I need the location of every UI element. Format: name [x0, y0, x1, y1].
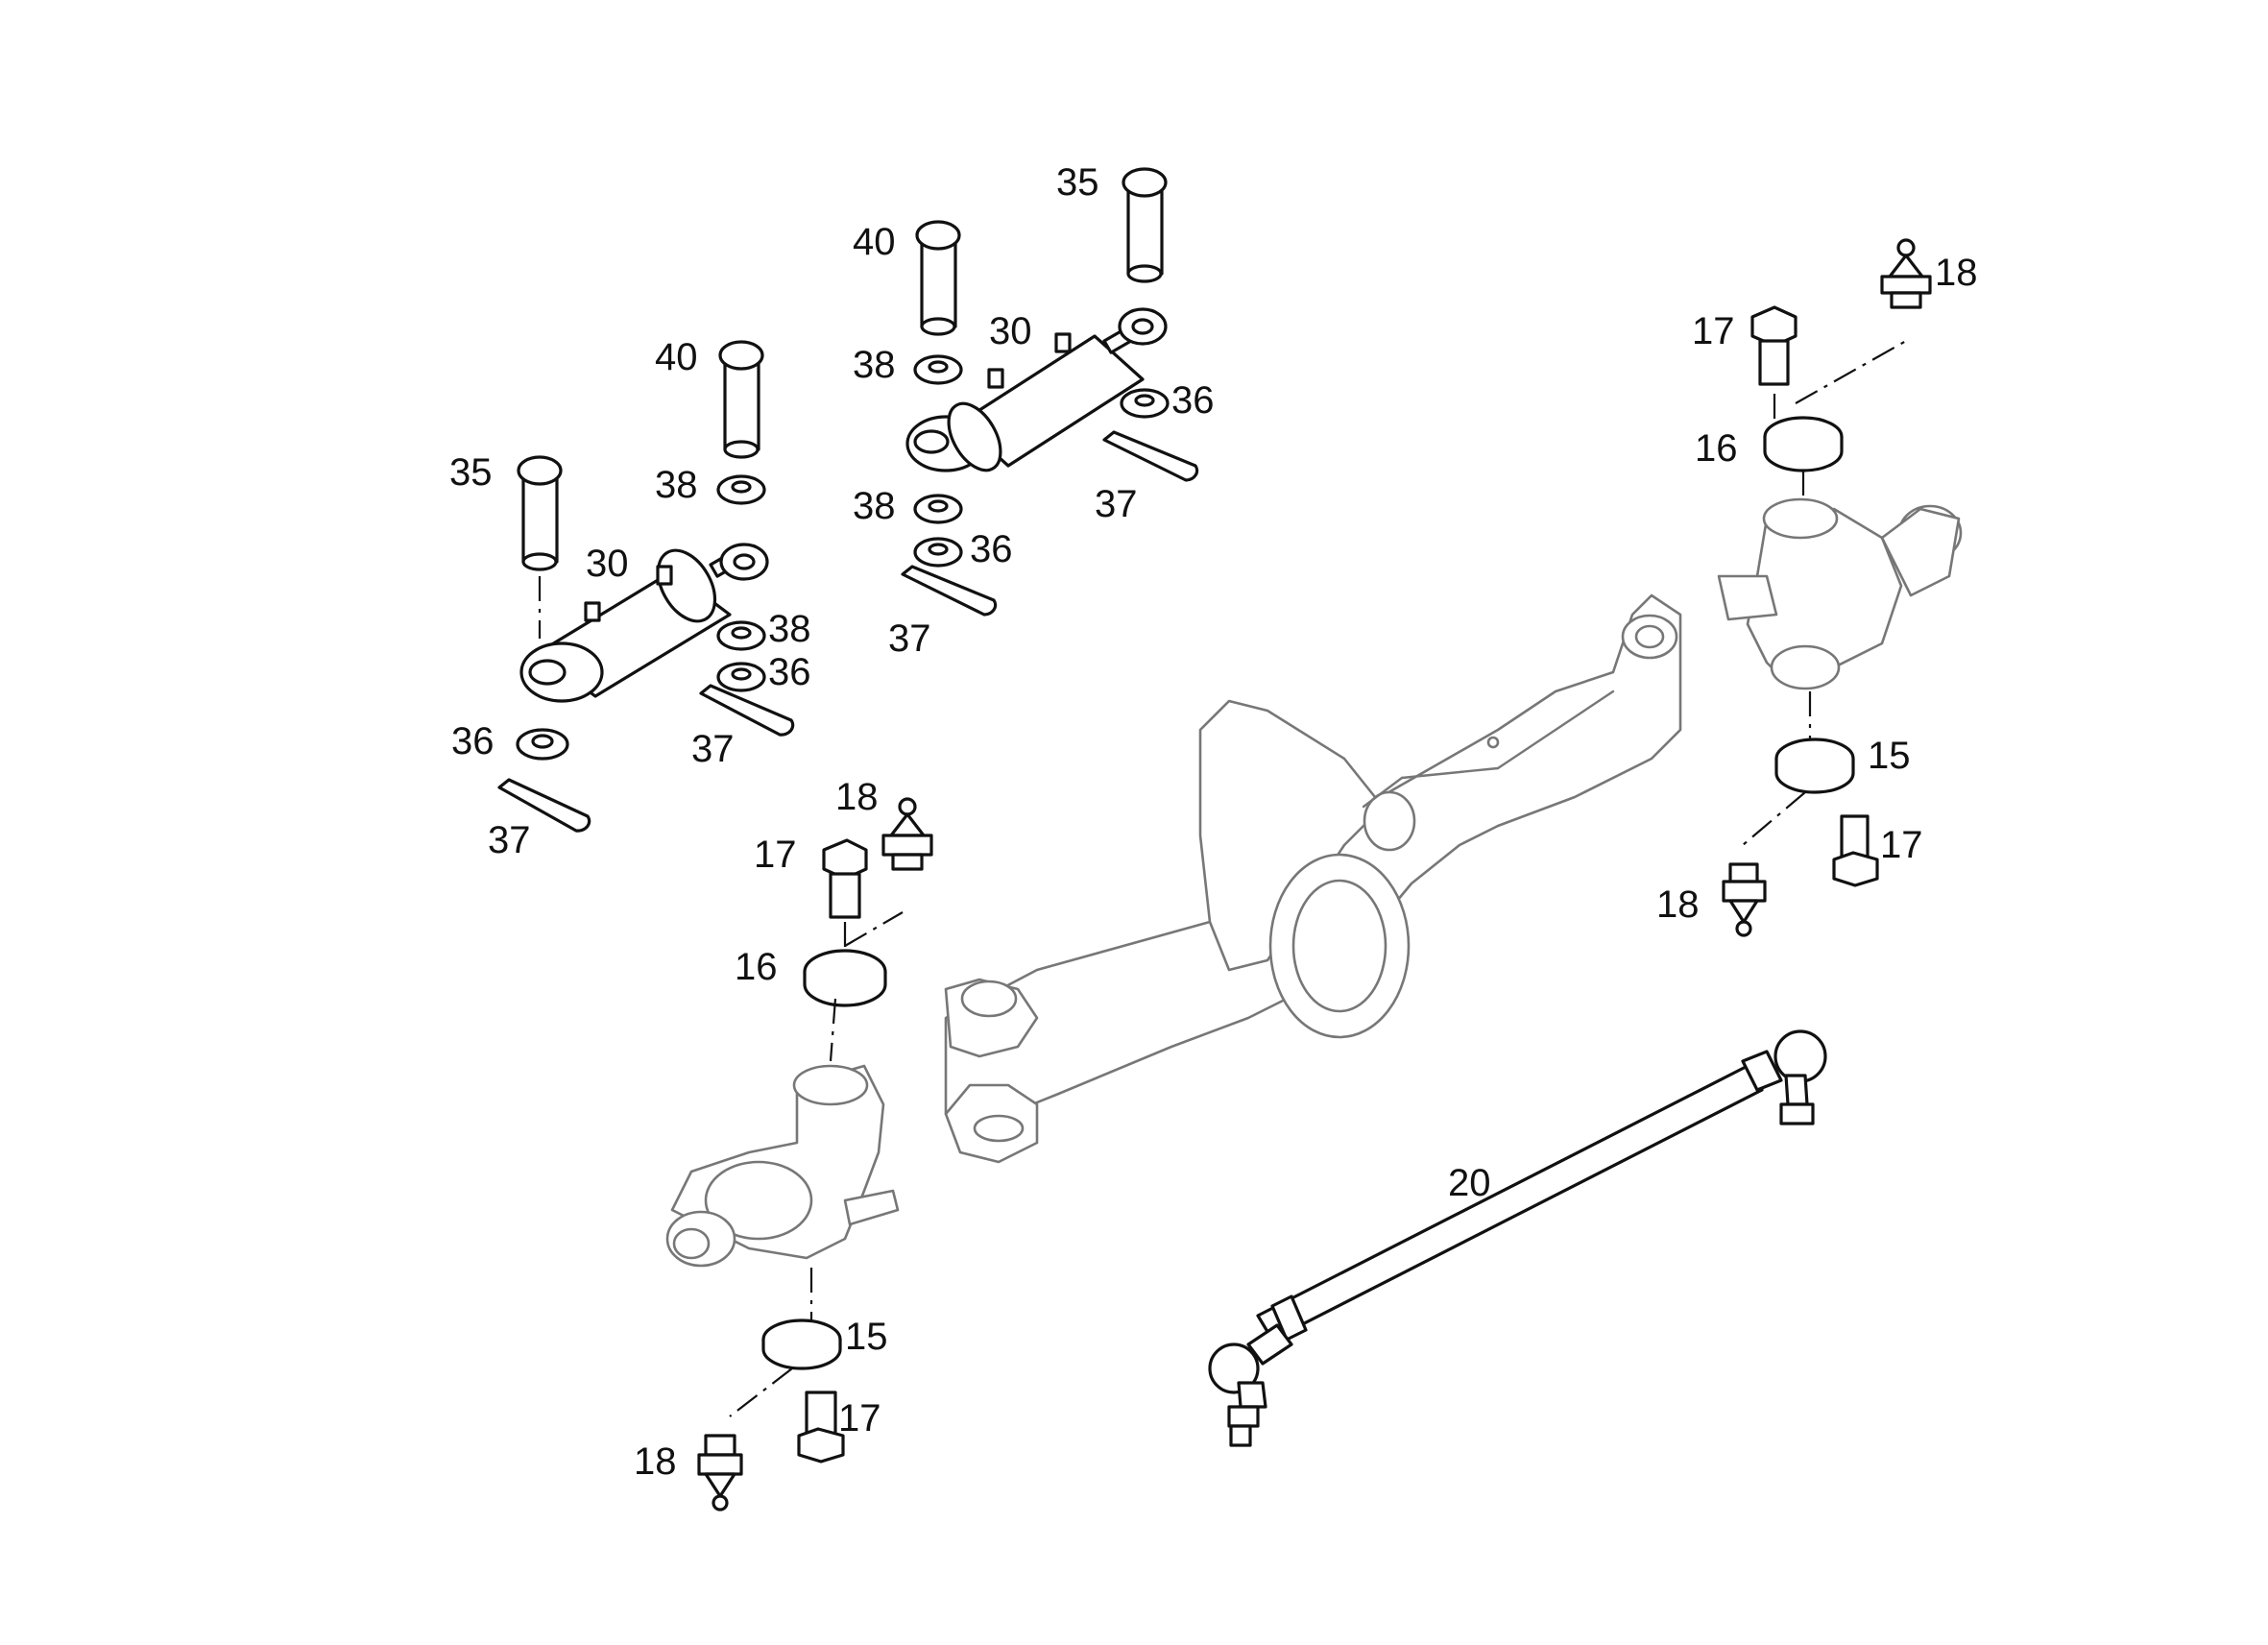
- callout-38: 38: [655, 464, 698, 506]
- grease-nipple-18-right-bottom: [1722, 862, 1767, 937]
- bolt-17-left-bottom: [797, 1391, 845, 1464]
- callout-38: 38: [853, 344, 896, 386]
- callout-16: 16: [735, 946, 778, 988]
- cotter-pin-37-upper-b: [1102, 430, 1199, 482]
- tie-rod-20: [1208, 1029, 1827, 1447]
- callout-18: 18: [1656, 883, 1700, 926]
- callout-20: 20: [1448, 1162, 1491, 1204]
- callout-38: 38: [853, 485, 896, 527]
- callout-17: 17: [838, 1397, 881, 1439]
- callout-38: 38: [768, 608, 811, 650]
- callout-37: 37: [1095, 483, 1138, 525]
- washer-36-upper-a: [913, 537, 963, 568]
- bolt-17-left-top: [822, 838, 868, 919]
- callout-18: 18: [835, 776, 879, 818]
- callout-36: 36: [1171, 379, 1215, 422]
- steering-cylinder-upper: [905, 307, 1168, 472]
- washer-38-left-lower: [716, 620, 766, 651]
- callout-15: 15: [845, 1316, 888, 1358]
- shim-15-left: [761, 1318, 842, 1370]
- axle-housing: [944, 593, 1682, 1164]
- bolt-17-right-top: [1750, 305, 1798, 386]
- shim-15-right: [1774, 738, 1855, 794]
- shim-16-left: [803, 949, 887, 1007]
- shim-16-right: [1763, 416, 1844, 472]
- washer-36-left-right: [716, 662, 766, 692]
- callout-16: 16: [1695, 427, 1738, 470]
- pin-40-upper: [915, 220, 961, 336]
- callout-37: 37: [691, 728, 735, 770]
- pin-40-left: [718, 340, 764, 459]
- washer-38-upper-a: [913, 354, 963, 385]
- callout-17: 17: [1692, 310, 1735, 352]
- callout-17: 17: [1880, 824, 1923, 866]
- callout-37: 37: [488, 819, 531, 861]
- callout-35: 35: [449, 451, 493, 494]
- callout-36: 36: [768, 651, 811, 693]
- callout-36: 36: [451, 720, 495, 762]
- steering-cylinder-left: [519, 543, 769, 703]
- callout-15: 15: [1868, 735, 1911, 777]
- washer-38-left-upper: [716, 474, 766, 505]
- callout-40: 40: [655, 336, 698, 378]
- pin-35-left: [517, 455, 563, 571]
- callout-18: 18: [634, 1440, 677, 1483]
- callout-17: 17: [754, 834, 797, 876]
- washer-38-upper-b: [913, 494, 963, 524]
- pin-35-upper: [1122, 167, 1168, 283]
- cotter-pin-37-left-a: [497, 778, 591, 833]
- steering-knuckle-left: [665, 1064, 900, 1268]
- bolt-17-right-bottom: [1832, 814, 1879, 887]
- cotter-pin-37-upper-a: [901, 565, 998, 617]
- grease-nipple-18-left-bottom: [697, 1434, 743, 1512]
- callout-30: 30: [586, 543, 629, 585]
- grease-nipple-18-left-top: [881, 797, 933, 871]
- callout-labels: 35 40 38 30 38 36 36 37 37 40 35 30 38 3…: [449, 161, 1978, 1483]
- washer-36-left-bottom: [516, 728, 569, 761]
- washer-36-upper-b: [1120, 388, 1170, 419]
- callout-37: 37: [888, 617, 931, 660]
- grease-nipple-18-right-top: [1880, 238, 1932, 309]
- callout-40: 40: [853, 221, 896, 263]
- cotter-pin-37-left-b: [699, 684, 795, 737]
- callout-18: 18: [1935, 252, 1978, 294]
- callout-35: 35: [1056, 161, 1099, 204]
- callout-30: 30: [989, 310, 1032, 352]
- steering-knuckle-right: [1717, 497, 1963, 690]
- callout-36: 36: [970, 528, 1013, 570]
